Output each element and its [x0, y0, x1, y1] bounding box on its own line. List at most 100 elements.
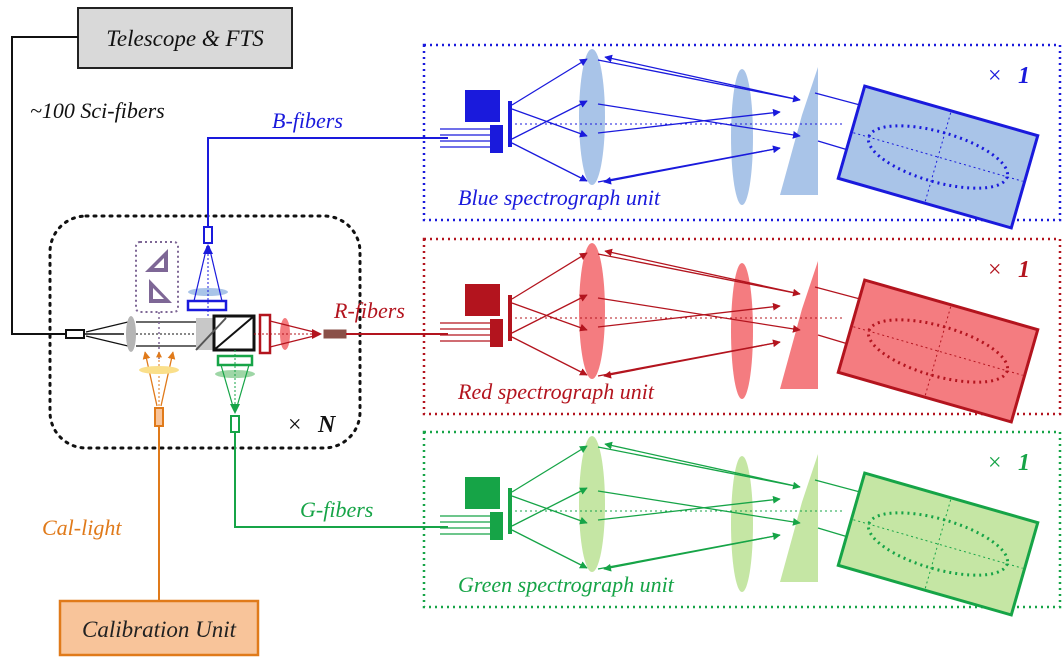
green-fiber-connector	[230, 415, 240, 433]
collimator-lens	[126, 316, 136, 352]
blue-fiber-connector	[203, 226, 213, 244]
red-ray-b	[511, 336, 588, 376]
g-fiber-line	[234, 432, 448, 528]
blue-detector-axis-h	[853, 132, 1023, 182]
green-ray-f	[604, 441, 801, 488]
dichroic-diagonal-1	[213, 315, 255, 351]
green-multiplier-value: 1	[1018, 450, 1030, 476]
red-ray-e	[597, 253, 801, 297]
green-arrow-head	[230, 404, 240, 414]
red-detector	[836, 278, 1040, 424]
green-ray-e	[597, 446, 801, 490]
red-camera-lens	[280, 318, 290, 350]
green-collimator-lens	[579, 436, 605, 572]
red-unit-name: Red spectrograph unit	[457, 379, 655, 404]
green-detector	[836, 471, 1040, 617]
red-fiber-connector	[323, 329, 347, 339]
blue-prism	[780, 67, 818, 195]
red-prism	[780, 261, 818, 389]
input-beam-upper	[85, 321, 129, 333]
red-beam-bottom	[269, 334, 319, 348]
cal-prism-upper	[145, 249, 168, 272]
front-end-dotted-box	[48, 214, 362, 450]
sci-fiber-connector	[65, 329, 85, 339]
blue-ray-d	[511, 100, 588, 140]
blue-beam-left	[193, 245, 208, 302]
blue-ray-f	[604, 54, 801, 101]
red-beam-top	[269, 320, 319, 334]
blue-ray-j	[597, 103, 801, 139]
green-detector-block	[465, 477, 500, 509]
red-ray-j	[597, 297, 801, 333]
calibration-unit-box	[58, 599, 260, 657]
blue-ray-i	[597, 108, 781, 134]
r-fibers-label: R-fibers	[333, 298, 405, 323]
calibration-unit-label: Calibration Unit	[82, 617, 237, 642]
times-n-symbol: ×	[288, 412, 302, 438]
red-detector-block	[465, 284, 500, 316]
green-prism	[780, 454, 818, 582]
times-n-value: N	[317, 412, 337, 438]
green-camera-lens	[731, 456, 753, 592]
dichroic-diagonal-2	[195, 317, 227, 351]
front-end-module: × N	[48, 214, 362, 450]
telescope-fts-block: Telescope & FTS	[77, 7, 293, 69]
green-unit-frame	[422, 430, 1062, 609]
blue-filter	[186, 299, 228, 312]
red-ray-c	[511, 302, 588, 332]
red-filter	[258, 313, 272, 355]
cal-prism-upper-inner	[154, 258, 164, 268]
green-ray-b	[511, 529, 588, 569]
red-ray-a	[511, 252, 588, 300]
green-detector-axis-h	[853, 519, 1023, 569]
blue-ray-b	[511, 142, 588, 182]
blue-ray-e	[597, 59, 801, 103]
red-ray-d	[511, 294, 588, 334]
blue-arrow-head	[203, 244, 213, 254]
red-detector-axis-h	[853, 326, 1023, 376]
green-ray-h	[603, 534, 781, 572]
blue-unit-name: Blue spectrograph unit	[458, 185, 661, 210]
cal-lens	[139, 366, 179, 374]
green-beam-left	[220, 364, 235, 411]
telescope-fts-box	[77, 7, 293, 69]
green-ray-c	[511, 495, 588, 525]
blue-multiplier-symbol: ×	[988, 63, 1002, 89]
blue-beam-right	[208, 245, 223, 302]
green-detector-axis-v	[924, 499, 952, 589]
blue-ray-h	[603, 147, 781, 185]
green-ray-j	[597, 490, 801, 526]
b-fibers-label: B-fibers	[272, 108, 343, 133]
red-multiplier-symbol: ×	[988, 257, 1002, 283]
cal-fiber-connector	[154, 407, 164, 427]
blue-multiplier-value: 1	[1018, 63, 1030, 89]
green-fiber-block	[490, 512, 503, 540]
red-arrow-head	[312, 329, 322, 339]
red-fiber-block	[490, 319, 503, 347]
cal-prism-lower-inner	[153, 288, 164, 299]
red-ray-h	[603, 341, 781, 379]
blue-camera-lens	[731, 69, 753, 205]
input-beam-lower	[85, 335, 129, 347]
sci-fibers-label: ~100 Sci-fibers	[30, 98, 165, 123]
b-fiber-line	[207, 137, 448, 227]
green-multiplier-symbol: ×	[988, 450, 1002, 476]
green-beam-right	[235, 364, 250, 411]
cal-beam-left	[142, 351, 158, 407]
blue-detector	[836, 84, 1040, 230]
red-ray-f	[604, 248, 801, 295]
green-ray-i	[597, 495, 781, 521]
g-fibers-label: G-fibers	[300, 497, 373, 522]
red-unit-frame	[422, 237, 1062, 416]
cal-prism-frame	[135, 241, 179, 313]
sci-fiber-line	[11, 36, 78, 335]
red-multiplier-value: 1	[1018, 257, 1030, 283]
red-detector-axis-v	[924, 306, 952, 396]
blue-ray-a	[511, 58, 588, 106]
blue-collimator-lens	[579, 49, 605, 185]
blue-ray-c	[511, 108, 588, 138]
